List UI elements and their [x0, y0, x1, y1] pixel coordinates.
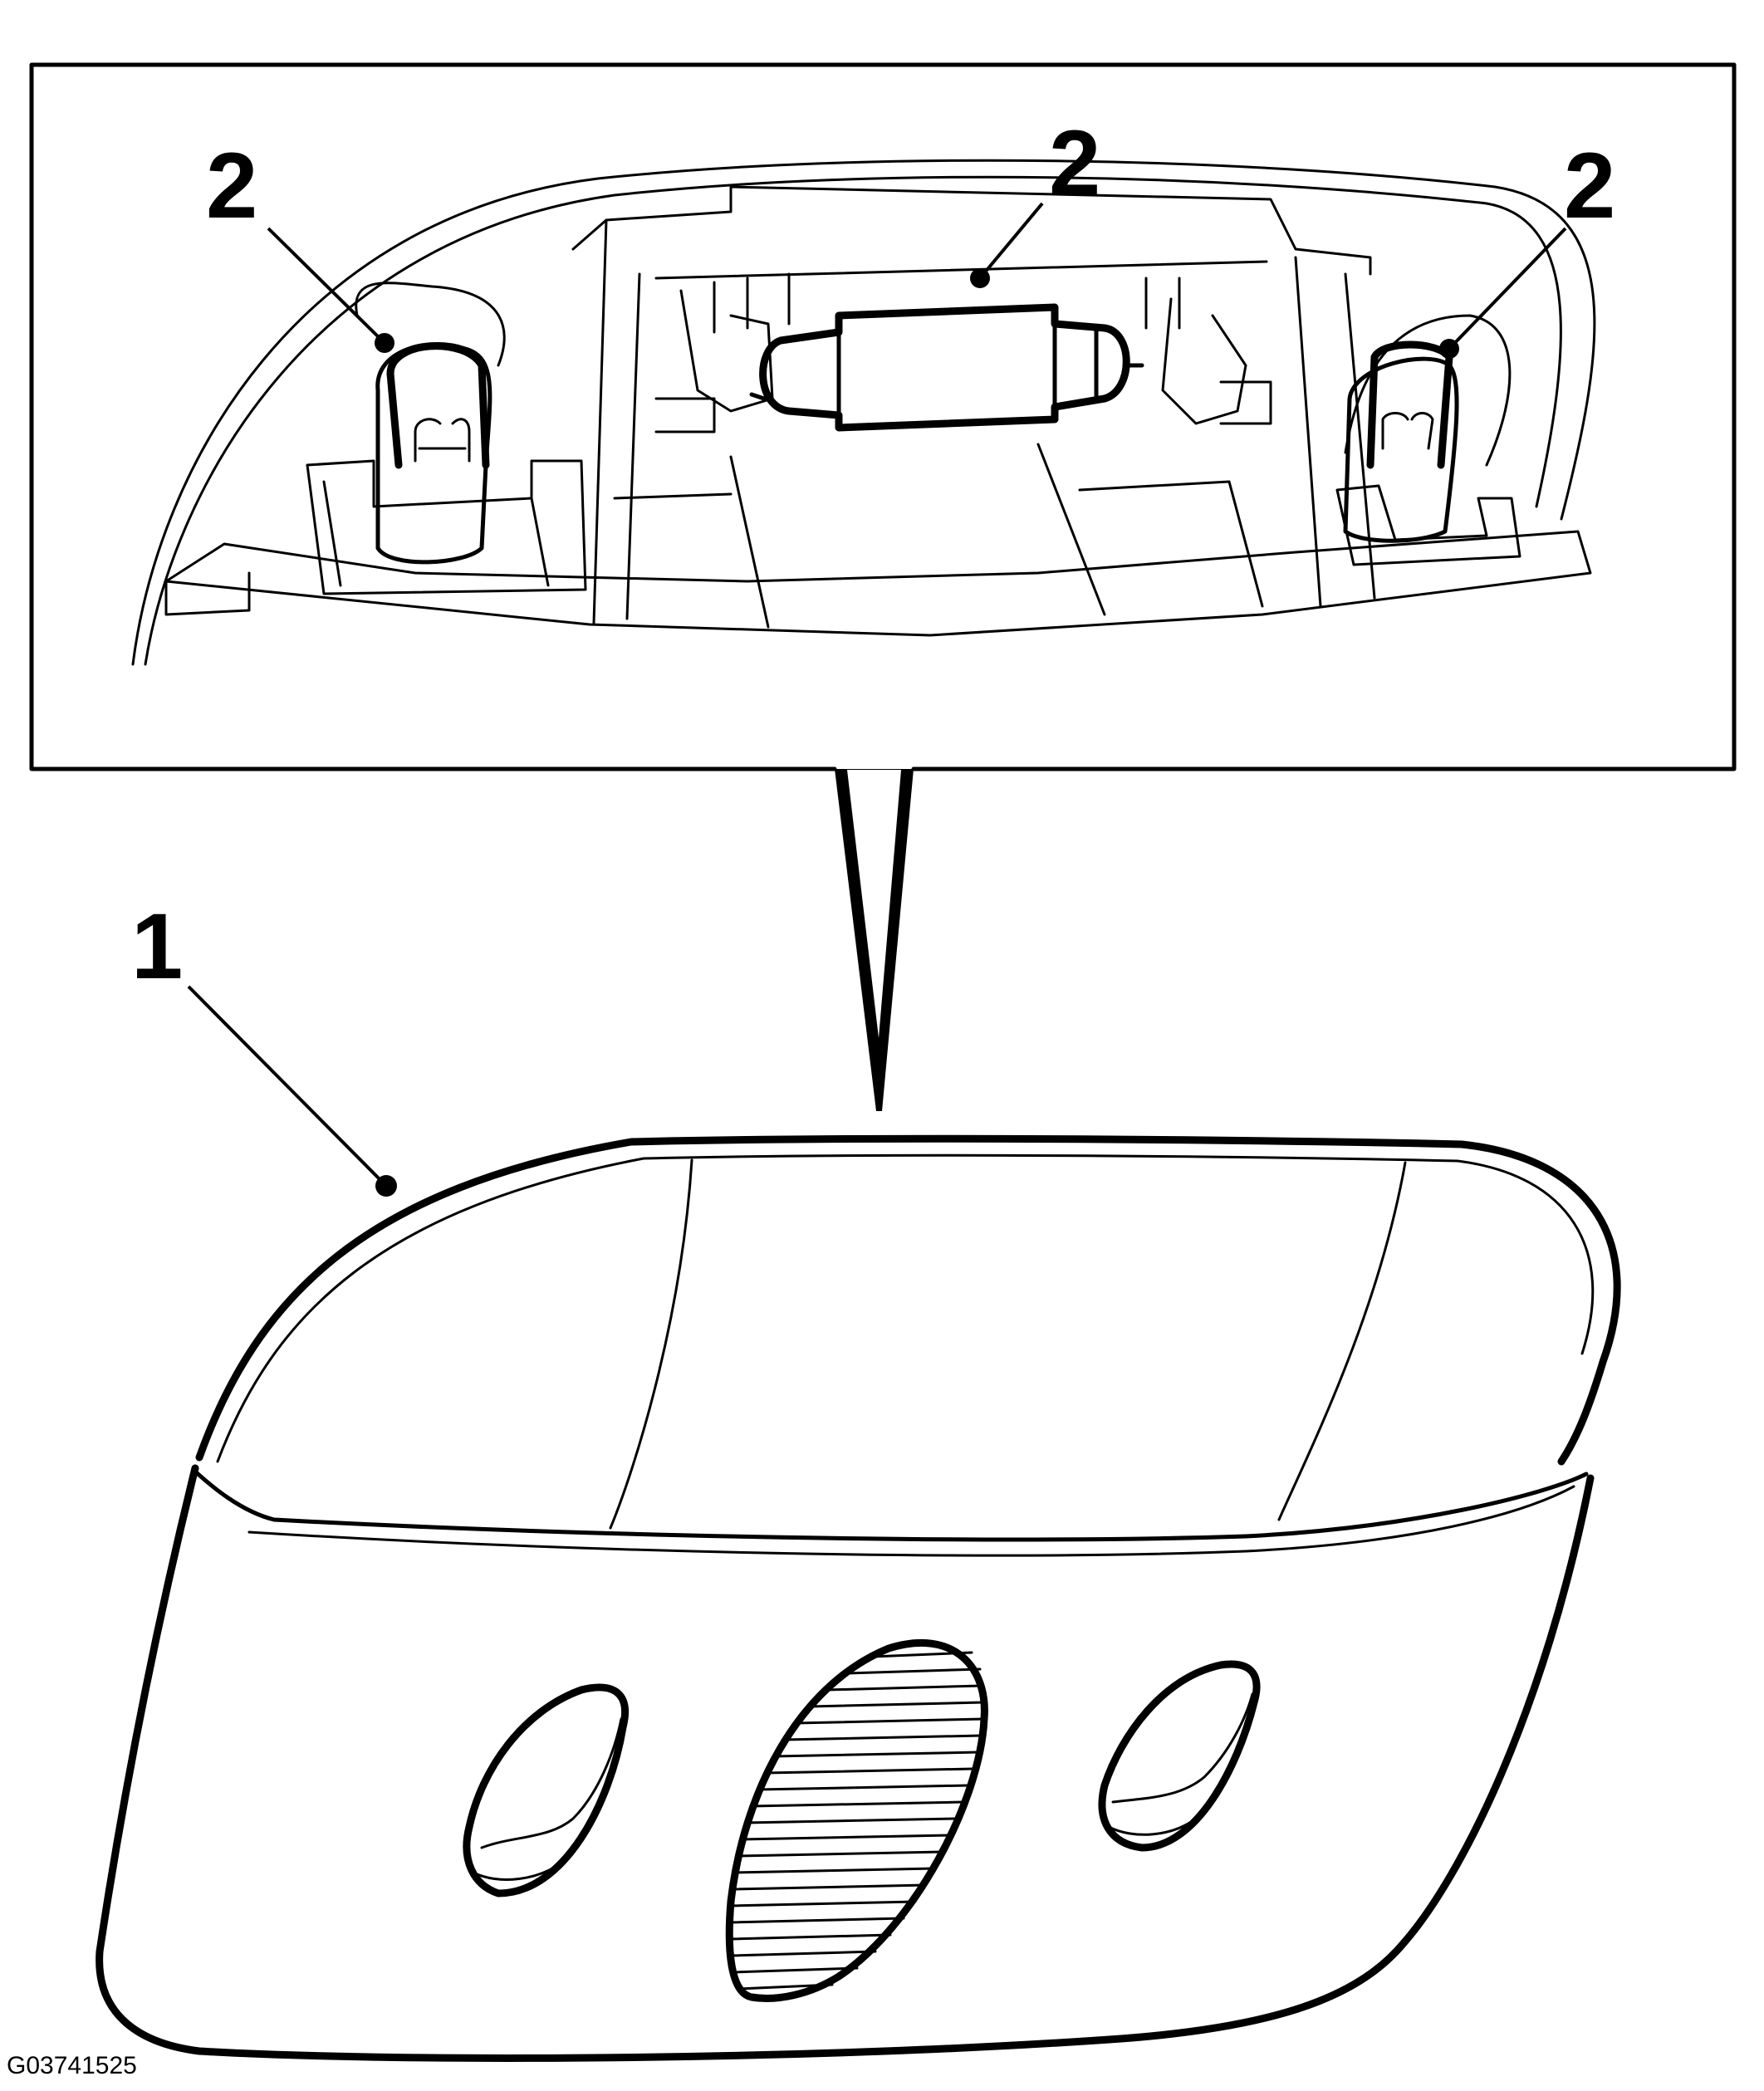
callout-dot-lamp-center	[970, 268, 990, 288]
figure-id: G03741525	[7, 2052, 137, 2079]
leaders	[187, 202, 1567, 1197]
callout-label-lamp-right: 2	[1564, 134, 1615, 238]
callout-label-lamp-left: 2	[206, 134, 257, 238]
grille-hatching	[729, 1651, 985, 1991]
detail-frame	[29, 62, 1737, 1111]
callout-label-lamp-center: 2	[1049, 111, 1100, 215]
dome-lamp-housing	[96, 1134, 1621, 2062]
callout-dot-lamp-left	[375, 333, 394, 353]
lamp-holder-detail	[131, 159, 1596, 666]
callout-dot-housing	[375, 1175, 397, 1197]
callout-label-housing: 1	[131, 894, 183, 998]
callout-dot-lamp-right	[1439, 339, 1459, 359]
